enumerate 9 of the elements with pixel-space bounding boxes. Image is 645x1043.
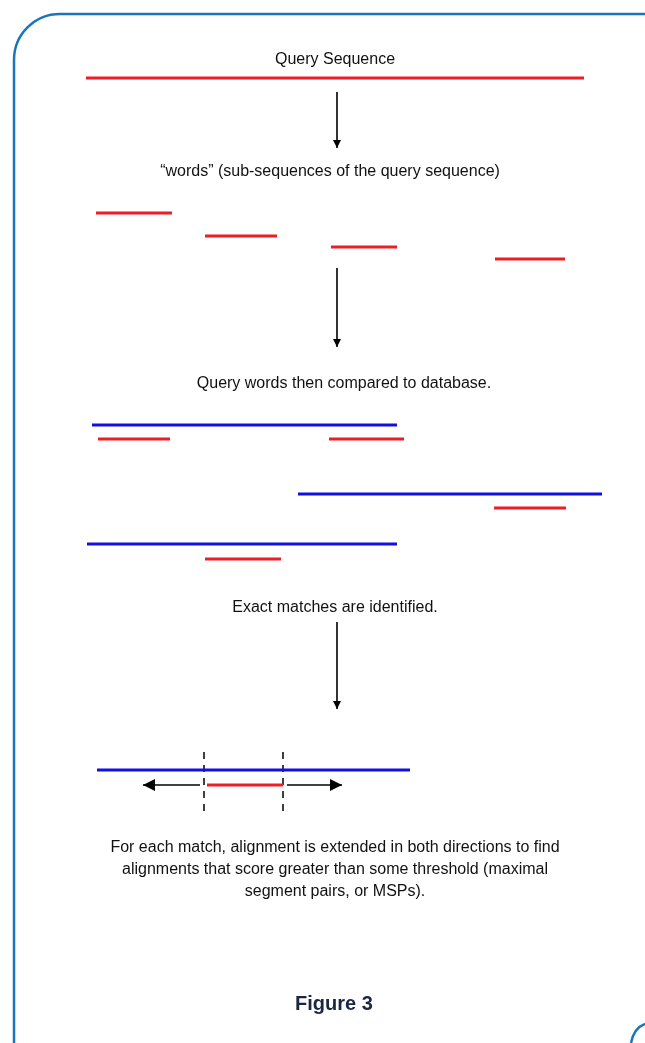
step-label: Query Sequence	[273, 50, 397, 68]
step-label: Query words then compared to database.	[195, 374, 493, 392]
explanation-note: For each match, alignment is extended in both directions to find alignments that score greater than some threshold (maximal segment pairs, or MSPs).	[110, 837, 560, 901]
arrow	[333, 267, 341, 348]
step-label: Exact matches are identified.	[231, 598, 439, 616]
figure-caption: Figure 3	[294, 992, 374, 1015]
arrow	[333, 621, 341, 710]
arrow	[333, 91, 341, 149]
step-label: “words” (sub-sequences of the query sequence)	[159, 162, 501, 180]
